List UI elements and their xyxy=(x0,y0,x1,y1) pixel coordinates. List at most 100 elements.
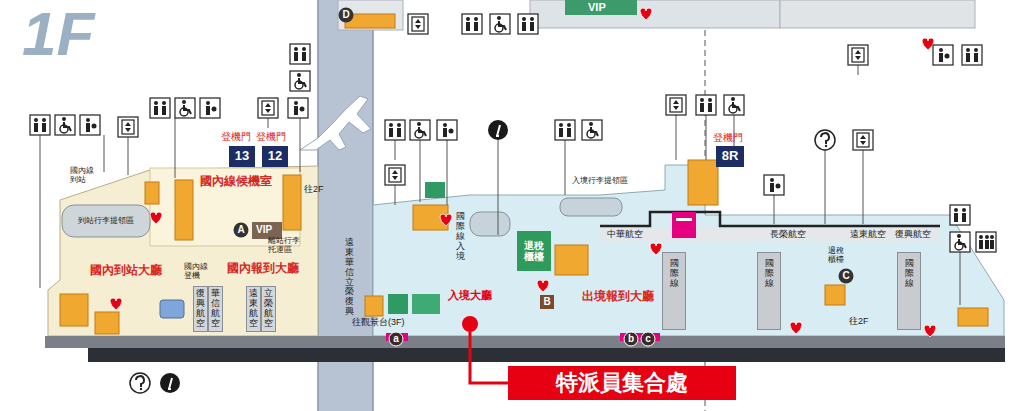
gate-badge: 12 xyxy=(262,146,288,167)
q-icon xyxy=(815,130,835,150)
baby-icon xyxy=(437,120,457,140)
building-top xyxy=(780,0,975,28)
leader-line xyxy=(300,118,301,172)
icon-frame xyxy=(290,44,310,64)
exit-letter: b xyxy=(624,332,638,346)
figure-body xyxy=(979,240,983,249)
area-marker xyxy=(234,223,249,238)
figure-head xyxy=(559,123,563,127)
area-label: 退稅櫃檯 xyxy=(828,246,845,264)
airline-name: 長榮航空 xyxy=(770,229,806,239)
icon-frame xyxy=(518,14,538,34)
airline-counter: 遠東航空 xyxy=(246,286,261,332)
leader-line xyxy=(420,140,421,202)
figure-body xyxy=(962,213,966,222)
baby-head xyxy=(776,184,781,189)
airline-name: 遠東航空 xyxy=(850,229,886,239)
lift-box xyxy=(670,98,682,112)
node-text: 國際線 xyxy=(765,259,774,289)
baby-icon xyxy=(200,98,220,118)
airline-counter: 復興航空 xyxy=(193,286,208,332)
lift-box xyxy=(262,101,274,115)
figure-head xyxy=(42,118,46,122)
wheel xyxy=(415,130,423,138)
figure-head xyxy=(397,123,401,127)
leader-connector xyxy=(470,332,508,383)
baby-icon xyxy=(764,175,784,195)
leader-line xyxy=(447,140,448,205)
leader-line xyxy=(858,65,859,75)
building-top xyxy=(530,0,780,28)
figure-body xyxy=(708,103,712,112)
wc-icon xyxy=(962,45,982,65)
aed-heart xyxy=(440,214,452,226)
airline-counter: 華信航空 xyxy=(208,286,223,332)
node-text: 國際線 xyxy=(670,259,679,289)
floor-base xyxy=(88,348,1005,362)
icon-frame xyxy=(933,45,953,65)
info-icon xyxy=(488,120,508,140)
wheel-head xyxy=(417,122,421,126)
figure-body xyxy=(567,128,571,137)
help-circle xyxy=(815,130,835,150)
figure-body xyxy=(443,128,447,137)
wc-icon xyxy=(290,44,310,64)
waiting-room xyxy=(150,168,300,246)
icon-frame xyxy=(724,95,744,115)
wc-icon xyxy=(518,14,538,34)
figure-body xyxy=(302,52,306,61)
node-text: 遠東航空 xyxy=(249,289,258,329)
stair-block xyxy=(175,180,193,240)
help-glyph xyxy=(821,133,829,144)
exit-letter: a xyxy=(389,332,403,346)
baggage-carousel xyxy=(470,212,510,236)
figure-head xyxy=(522,17,526,21)
domestic-floor xyxy=(48,166,318,336)
figure-body xyxy=(974,53,978,62)
airline-name: 中華航空 xyxy=(607,229,643,239)
area-marker xyxy=(839,269,854,284)
aed-heart xyxy=(640,8,652,20)
figure-body xyxy=(86,123,90,132)
baby-head xyxy=(212,107,217,112)
lift-arrows xyxy=(673,100,679,110)
leader-line xyxy=(676,115,677,160)
icon-frame xyxy=(290,71,310,91)
wc-icon xyxy=(950,205,970,225)
area-label: 國內線 登機 xyxy=(184,262,212,280)
leader-line xyxy=(395,185,396,205)
escalator xyxy=(425,182,445,198)
figure-head xyxy=(954,208,958,212)
baby-icon xyxy=(288,98,308,118)
acc-icon xyxy=(290,71,310,91)
figure-head xyxy=(990,235,994,239)
wc-icon xyxy=(462,14,482,34)
aed-heart xyxy=(110,298,122,310)
icon-frame xyxy=(555,120,575,140)
leader-line xyxy=(498,140,499,235)
leader-line xyxy=(863,150,864,224)
info-icon xyxy=(160,373,180,393)
baby-icon xyxy=(80,115,100,135)
stair-block xyxy=(365,296,383,316)
escalator xyxy=(388,294,408,314)
figure-head xyxy=(962,208,966,212)
icon-frame xyxy=(462,14,482,34)
meeting-point-marker: 入境大廳 xyxy=(448,289,492,332)
hall-name: 國內線候機室 xyxy=(200,175,272,189)
node-text: 8R xyxy=(722,149,739,164)
wc-icon xyxy=(30,115,50,135)
wheel xyxy=(587,130,595,138)
wc-icon xyxy=(150,98,170,118)
area-label: 到站行李提領區 xyxy=(78,216,134,225)
figure-body xyxy=(466,22,470,31)
area-label: 國際線入境 xyxy=(456,212,465,261)
tax-refund-counter: 退稅櫃檯 xyxy=(517,231,551,271)
gate-label: 登機門 xyxy=(256,131,286,143)
figure-head xyxy=(474,17,478,21)
figure-body xyxy=(954,213,958,222)
figure-head xyxy=(974,48,978,52)
